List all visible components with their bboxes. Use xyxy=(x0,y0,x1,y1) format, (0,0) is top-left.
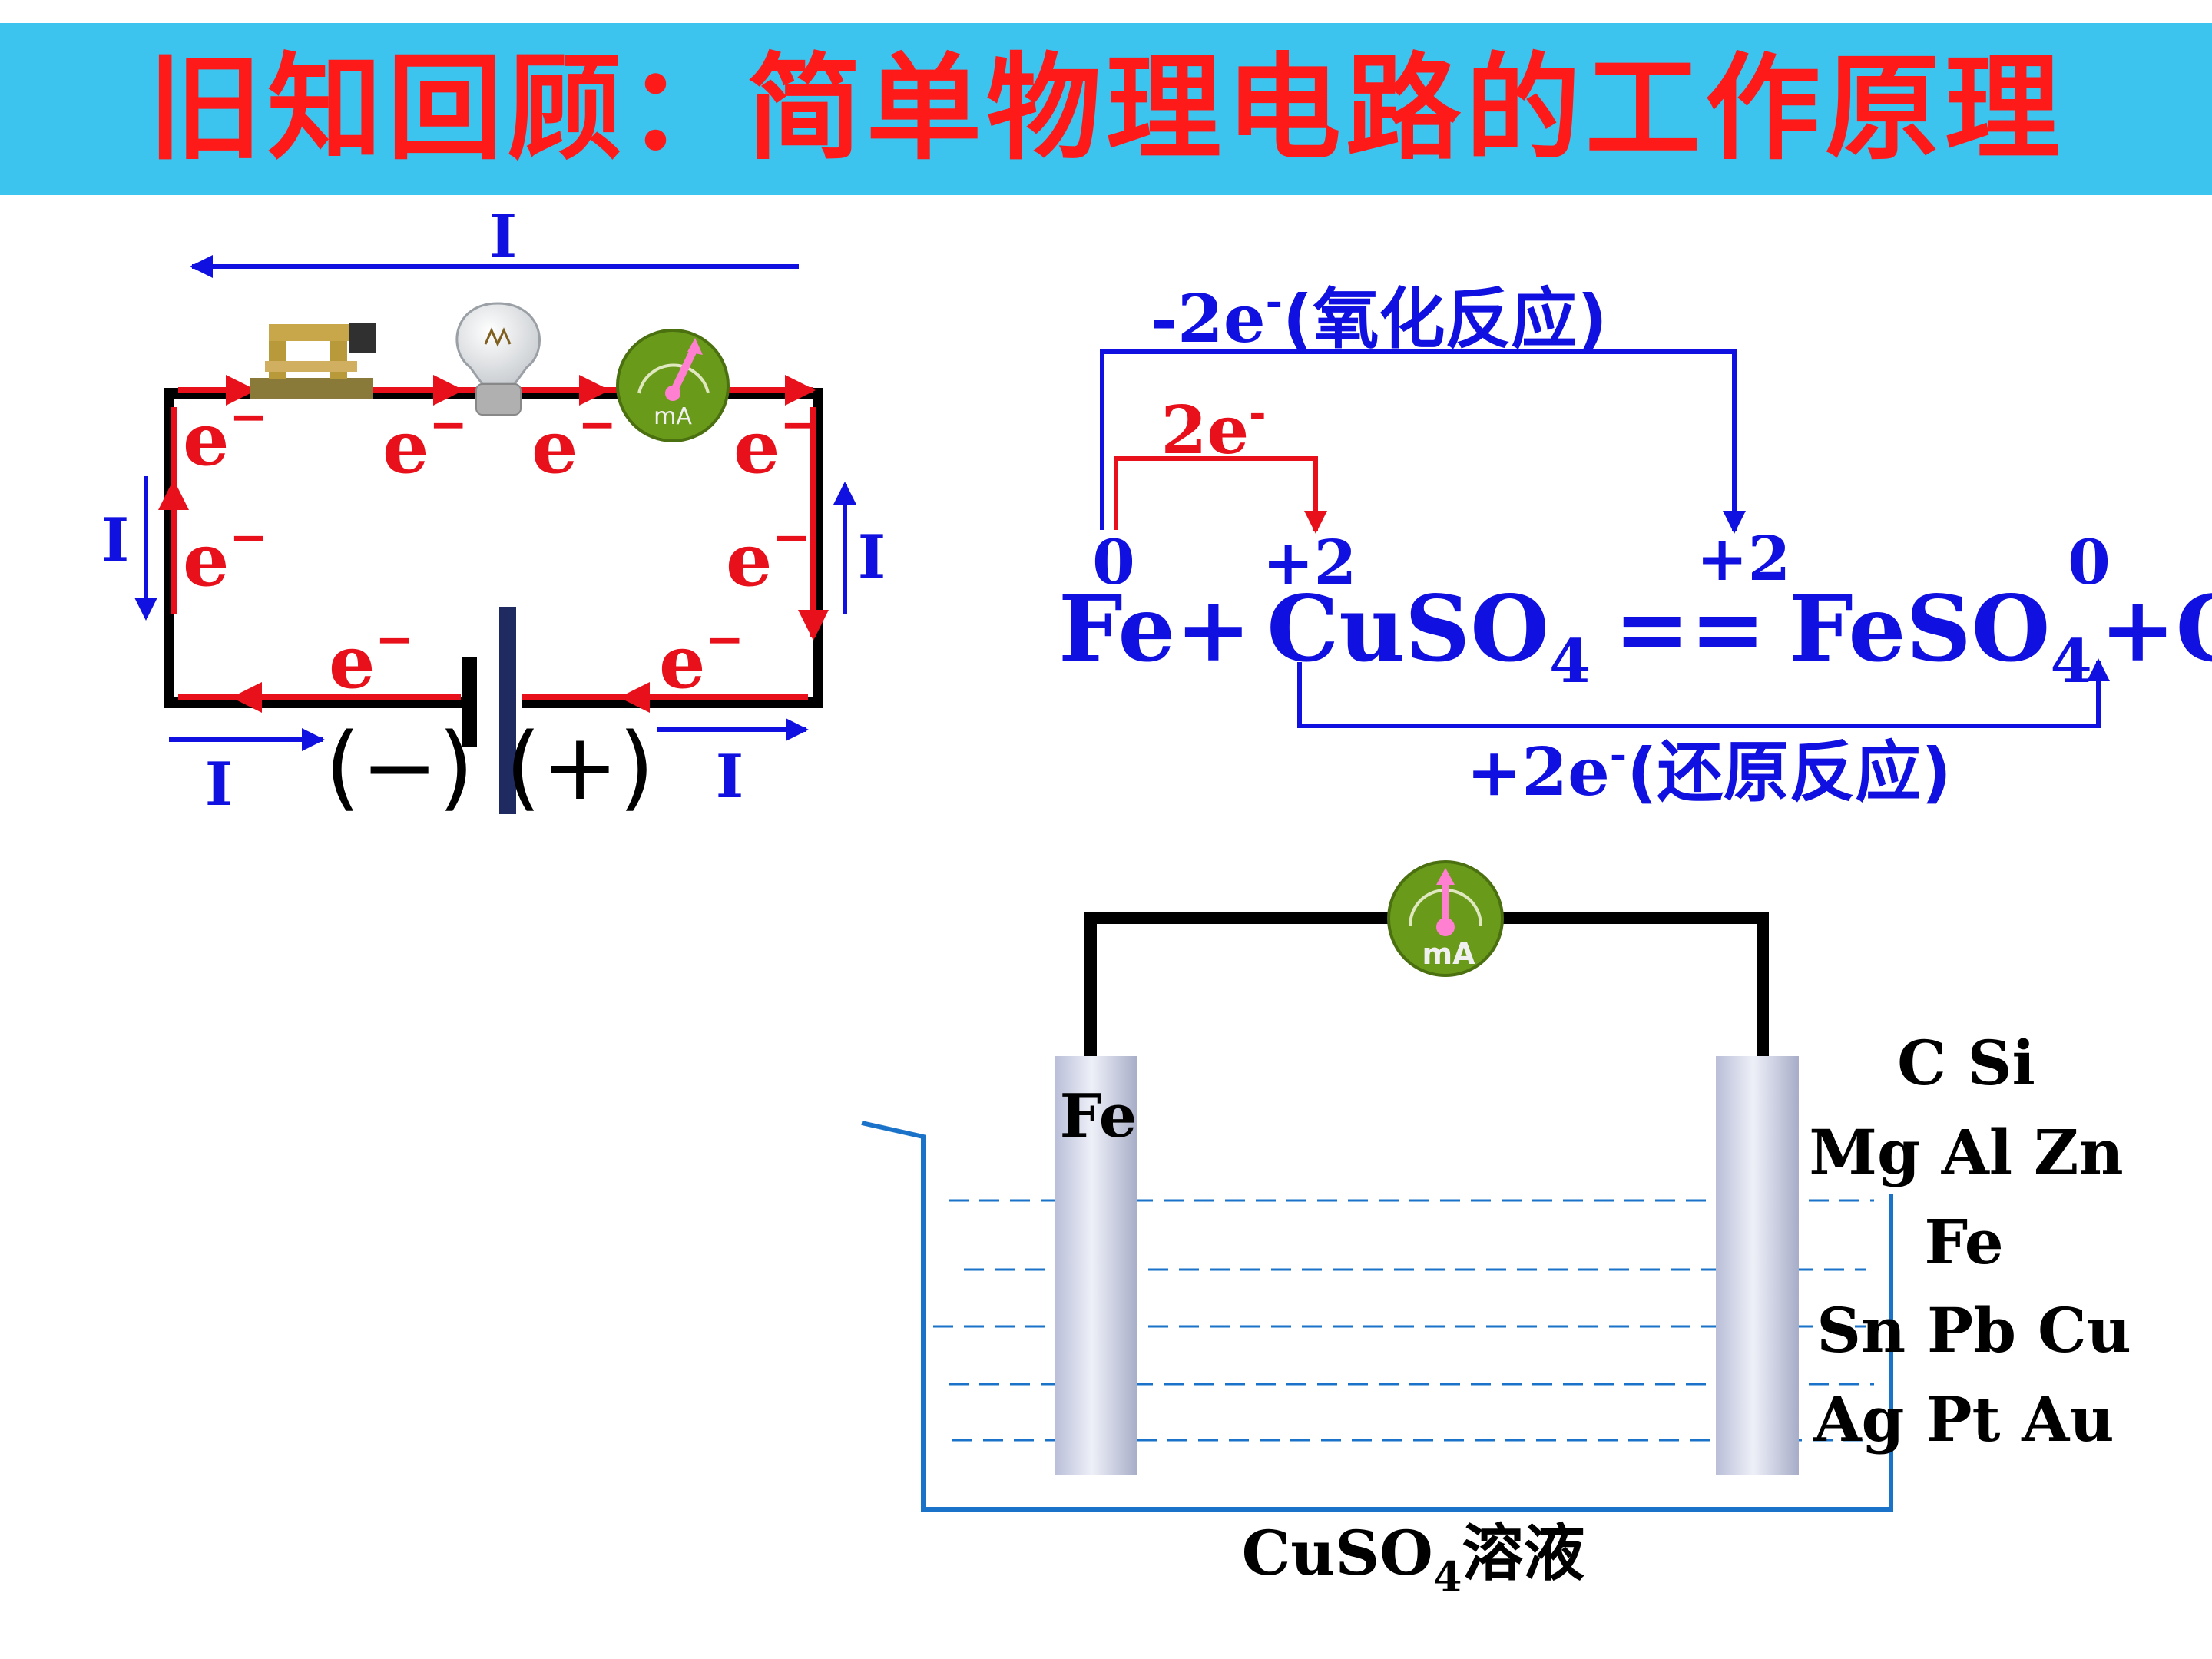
electrode-option: Sn Pb Cu xyxy=(1816,1294,2131,1366)
current-label: I xyxy=(101,505,130,575)
oxidation-bracket xyxy=(1100,349,1737,530)
oxidation-state-fe-product: +2 xyxy=(1697,522,1791,594)
current-label: I xyxy=(858,522,886,592)
title-bar xyxy=(0,23,2212,195)
electron-label: e− xyxy=(659,613,744,705)
right-electrode xyxy=(1716,1056,1799,1475)
negative-pole-label: (−) xyxy=(325,714,474,821)
electrode-option: C Si xyxy=(1897,1027,2035,1099)
electron-label: e− xyxy=(329,613,414,705)
current-label: I xyxy=(205,750,233,820)
page-title: 旧知回顾：简单物理电路的工作原理 xyxy=(147,42,2065,176)
electron-label: e− xyxy=(183,390,268,482)
transfer-label: 2e- xyxy=(1161,388,1267,469)
oxidation-state-cu-product: 0 xyxy=(2068,526,2111,598)
galvanic-cell: mA Fe C Si Mg Al Zn Fe Sn Pb Cu Ag Pt Au… xyxy=(861,860,2131,1601)
electron-label: e− xyxy=(733,398,819,490)
electron-label: e− xyxy=(382,398,468,490)
redox-equation: -2e-(氧化反应) 2e- 0 +2 +2 0 Fe+CuSO4==FeSO4… xyxy=(1058,276,2212,811)
electrode-option: Fe xyxy=(1924,1206,2003,1278)
electrode-option: Ag Pt Au xyxy=(1813,1383,2114,1455)
electron-label: e− xyxy=(183,511,268,603)
oxidation-state-cu: +2 xyxy=(1263,526,1357,598)
current-label: I xyxy=(716,742,744,812)
electrode-options: C Si Mg Al Zn Fe Sn Pb Cu Ag Pt Au xyxy=(1809,1027,2131,1455)
ammeter-icon: mA xyxy=(616,329,730,442)
oxidation-state-fe: 0 xyxy=(1092,526,1135,598)
current-label: I xyxy=(489,202,518,272)
meter-unit: mA xyxy=(1422,937,1475,971)
meter-unit: mA xyxy=(654,403,692,430)
fe-electrode xyxy=(1055,1056,1137,1475)
electron-label: e− xyxy=(531,398,617,490)
equation-text: Fe+CuSO4==FeSO4+Cu xyxy=(1058,575,2212,697)
physical-circuit: I I I I I e− e− e− e− e− e− e− e− xyxy=(101,202,886,821)
ammeter-icon: mA xyxy=(1387,860,1504,977)
reduction-label: +2e-(还原反应) xyxy=(1466,730,1952,811)
oxidation-label: -2e-(氧化反应) xyxy=(1150,276,1607,358)
fe-electrode-label: Fe xyxy=(1060,1081,1137,1151)
electron-label: e− xyxy=(726,511,811,603)
solution-label: CuSO4溶液 xyxy=(1242,1517,1585,1601)
battery-icon xyxy=(462,607,516,814)
positive-pole-label: (+) xyxy=(505,714,654,821)
beaker xyxy=(861,1121,1893,1512)
switch-icon xyxy=(250,323,376,399)
electrode-option: Mg Al Zn xyxy=(1809,1116,2123,1188)
bulb-icon xyxy=(455,302,541,416)
